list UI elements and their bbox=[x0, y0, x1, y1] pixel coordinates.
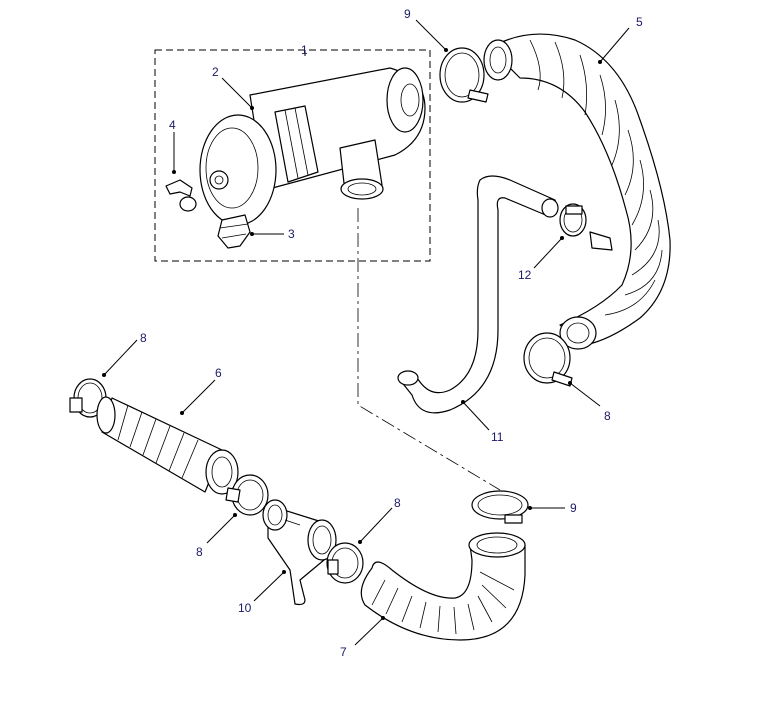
callout-9-bottom: 9 bbox=[570, 501, 577, 515]
callout-8-lower: 8 bbox=[394, 496, 401, 510]
callout-8-middle: 8 bbox=[196, 545, 203, 559]
callout-12: 12 bbox=[518, 268, 532, 282]
callout-4: 4 bbox=[169, 118, 176, 132]
callout-2: 2 bbox=[212, 65, 219, 79]
hose-clip-12 bbox=[559, 203, 587, 237]
intake-hose-ribbed bbox=[483, 33, 671, 350]
callout-9-top: 9 bbox=[404, 7, 411, 21]
hose-clip-9-bottom bbox=[471, 490, 529, 524]
hose-clip-8-middle bbox=[225, 474, 269, 516]
breather-hose bbox=[397, 175, 559, 414]
callout-10: 10 bbox=[238, 601, 252, 615]
assembly-centerline bbox=[357, 208, 501, 491]
callout-5: 5 bbox=[636, 15, 643, 29]
hose-clip-8-right bbox=[523, 332, 573, 387]
leader-lines bbox=[102, 19, 630, 646]
hose-clip-9-top bbox=[439, 47, 489, 103]
wing-nut bbox=[165, 179, 197, 212]
callout-8-right: 8 bbox=[604, 409, 611, 423]
callout-labels: 1 2 3 4 5 9 12 8 11 8 6 8 10 8 9 7 bbox=[140, 7, 643, 659]
callout-3: 3 bbox=[288, 227, 295, 241]
callout-8-left: 8 bbox=[140, 331, 147, 345]
y-connector bbox=[262, 499, 337, 606]
hose-clip-8-lower bbox=[326, 542, 364, 584]
assembly-1-boundary bbox=[154, 49, 431, 262]
callout-6: 6 bbox=[215, 366, 222, 380]
callout-11: 11 bbox=[491, 430, 504, 444]
callout-7: 7 bbox=[340, 645, 347, 659]
callout-1: 1 bbox=[301, 43, 308, 57]
air-cleaner-housing bbox=[199, 67, 426, 249]
intake-hose-6 bbox=[96, 396, 239, 495]
intake-elbow-hose bbox=[360, 532, 526, 641]
